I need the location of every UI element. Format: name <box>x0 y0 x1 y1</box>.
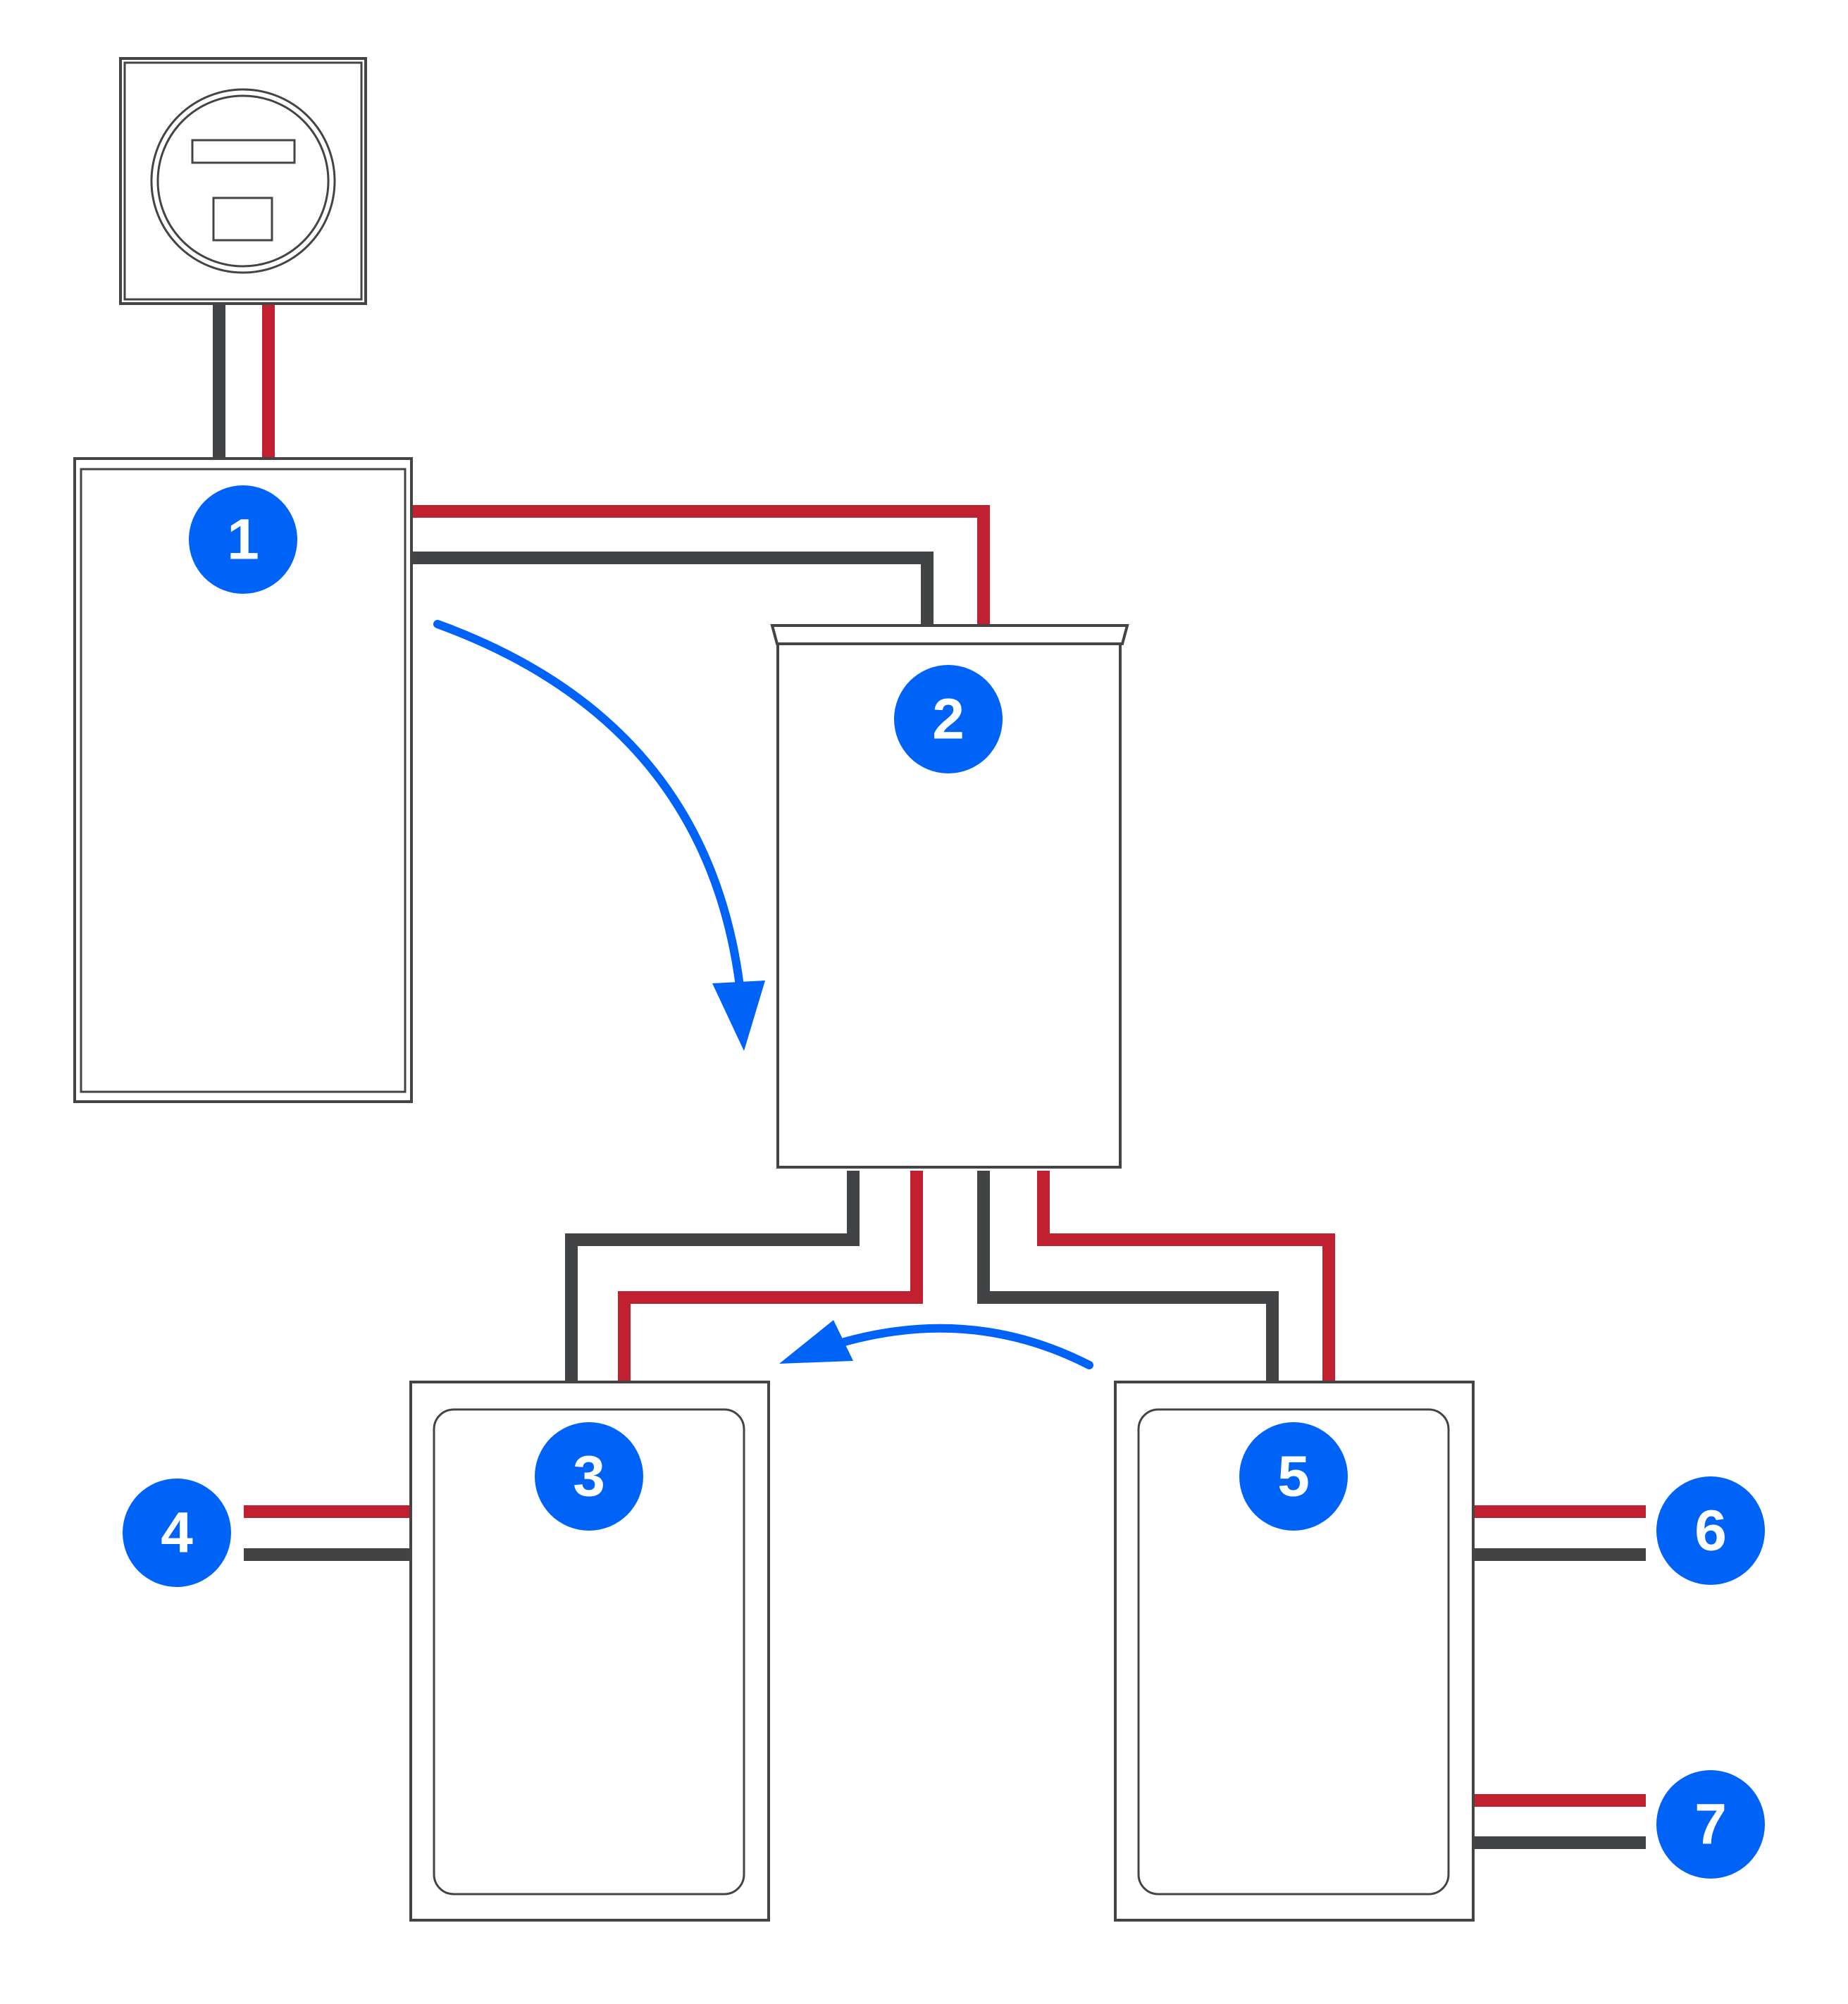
badge-5-circle <box>1239 1422 1348 1531</box>
badge-3: 3 <box>535 1422 643 1531</box>
badge-7-circle <box>1656 1770 1765 1879</box>
badge-1-label: 1 <box>227 508 259 572</box>
meter-display-window <box>191 139 296 164</box>
hot-wire-box2-to-box5 <box>1037 1171 1335 1382</box>
badge-4-label: 4 <box>161 1501 193 1565</box>
meter-housing-inner <box>123 61 363 301</box>
badge-6-circle <box>1656 1476 1765 1585</box>
meter-housing <box>119 57 367 305</box>
badge-5-label: 5 <box>1277 1445 1310 1509</box>
badge-2-label: 2 <box>932 687 965 752</box>
transfer-switch-lid <box>770 624 1129 645</box>
badge-2-circle <box>894 665 1003 773</box>
meter-dial-inner <box>156 94 330 268</box>
electric-meter <box>119 57 367 305</box>
main-panel-inner <box>80 468 407 1093</box>
neutral-wire-box1-to-box2 <box>413 552 934 629</box>
sub-panel-right-inner <box>1137 1408 1450 1896</box>
curved-arrow-panel-to-switch <box>433 620 745 996</box>
badge-6: 6 <box>1656 1476 1765 1585</box>
curved-arrow-head-left <box>779 1320 853 1364</box>
badge-4-circle <box>123 1479 231 1587</box>
number-badges: 1 2 3 4 5 6 7 <box>123 485 1765 1879</box>
meter-counter-window <box>212 197 273 242</box>
neutral-wire-box2-to-box3 <box>565 1171 860 1382</box>
hot-wire-box1-to-box2 <box>413 505 990 629</box>
hot-wire-box2-to-box3 <box>618 1171 923 1382</box>
meter-dial-outer <box>150 88 336 274</box>
badge-3-label: 3 <box>573 1445 605 1509</box>
badge-2: 2 <box>894 665 1003 773</box>
badge-4: 4 <box>123 1479 231 1587</box>
badge-3-circle <box>535 1422 643 1531</box>
curved-arrow-head-down <box>712 981 765 1051</box>
badge-5: 5 <box>1239 1422 1348 1531</box>
neutral-wire-box2-to-box5 <box>977 1171 1279 1382</box>
curved-arrow-right-to-left <box>815 1324 1093 1369</box>
badge-6-label: 6 <box>1694 1499 1727 1563</box>
badge-1: 1 <box>189 485 297 594</box>
badge-7: 7 <box>1656 1770 1765 1879</box>
wires <box>213 304 1646 1849</box>
badge-1-circle <box>189 485 297 594</box>
sub-panel-left-inner <box>433 1408 745 1896</box>
badge-7-label: 7 <box>1694 1793 1727 1857</box>
flow-arrows <box>433 620 1093 1369</box>
